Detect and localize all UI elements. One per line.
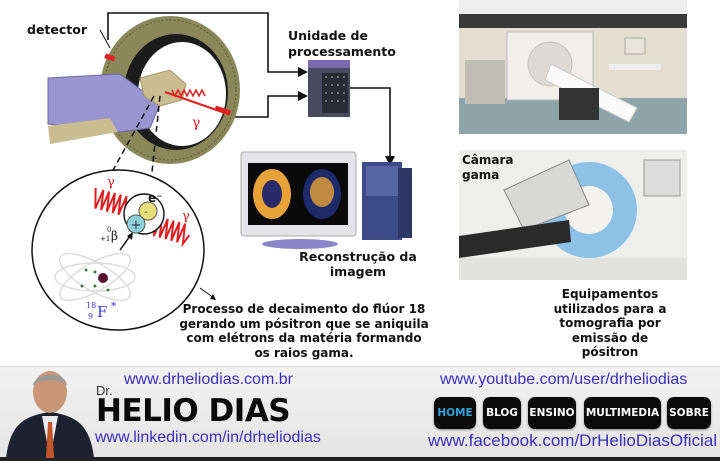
- equipment-caption-line: utilizados para a: [553, 301, 667, 316]
- pet-diagram: γ - + γ γ e⁻ 0 +1 β: [31, 12, 412, 331]
- svg-text:*: *: [111, 300, 117, 313]
- gamma-symbol: γ: [182, 209, 190, 224]
- linkedin-link[interactable]: www.linkedin.com/in/drheliodias: [95, 429, 321, 446]
- youtube-link[interactable]: www.youtube.com/user/drheliodias: [440, 371, 688, 388]
- reconstruction-label: Reconstrução da imagem: [278, 249, 438, 279]
- svg-text:+1: +1: [100, 235, 110, 243]
- decay-caption-line: os raios gama.: [254, 345, 354, 360]
- equipment-caption-line: Equipamentos: [561, 287, 659, 301]
- gamma-camera-label-line: gama: [462, 168, 500, 182]
- nav-home-button[interactable]: HOME: [434, 397, 476, 429]
- reconstruction-label-line: Reconstrução da: [299, 249, 417, 264]
- gamma-camera-label: Câmara gama: [462, 153, 514, 183]
- nav-blog-button[interactable]: BLOG: [483, 397, 521, 429]
- positron-notation: 0 +1 β: [100, 226, 118, 243]
- gamma-ray-ring: [104, 53, 232, 116]
- processing-label-line: processamento: [288, 44, 396, 59]
- svg-text:9: 9: [88, 312, 93, 321]
- arrow-head: [298, 67, 308, 77]
- decay-caption-line: Processo de decaimento do flúor 18: [182, 302, 426, 316]
- gamma-symbol: γ: [192, 115, 200, 131]
- connector-lines: [107, 12, 391, 158]
- gamma-camera-photo: [459, 150, 687, 280]
- svg-text:β: β: [111, 229, 118, 243]
- monitor-icon: [240, 151, 357, 249]
- brand-name: HELIO DIAS: [96, 393, 291, 429]
- avatar: [6, 371, 94, 458]
- fluorine-notation: 18 9 F *: [86, 300, 117, 321]
- decay-caption-line: gerando um pósitron que se aniquila: [179, 316, 429, 331]
- decay-inset-circle: [31, 169, 205, 331]
- nav-sobre-button[interactable]: SOBRE: [667, 397, 711, 429]
- facebook-link[interactable]: www.facebook.com/DrHelioDiasOficial: [428, 431, 718, 450]
- processing-unit-label: Unidade de processamento: [288, 28, 396, 60]
- nav-multimedia-button[interactable]: MULTIMEDIA: [584, 397, 661, 429]
- equipment-caption-line: tomografia por: [559, 316, 661, 330]
- pet-scanner-room-photo: [459, 0, 687, 134]
- dr-prefix: Dr.: [96, 383, 113, 398]
- processing-label-line: Unidade de: [288, 28, 368, 43]
- decay-caption-line: com elétrons da matéria formando: [186, 331, 422, 345]
- reconstruction-label-line: imagem: [329, 264, 387, 279]
- nucleus-icon: [98, 273, 108, 283]
- processing-unit-icon: [308, 60, 350, 117]
- plus-sign: +: [131, 218, 142, 233]
- equipment-caption-line: emissão de: [571, 330, 649, 345]
- gamma-symbol: γ: [107, 175, 115, 190]
- svg-text:F: F: [97, 303, 107, 321]
- equipment-caption-line: pósitron: [581, 345, 639, 359]
- website-link[interactable]: www.drheliodias.com.br: [124, 371, 293, 388]
- gamma-camera-label-line: Câmara: [462, 153, 514, 167]
- equipment-caption: Equipamentos utilizados para a tomografi…: [530, 287, 690, 360]
- banner-bottom-bar: [0, 457, 720, 461]
- patient-icon: [47, 69, 187, 144]
- svg-text:18: 18: [86, 301, 96, 310]
- arrow-head: [385, 156, 395, 166]
- decay-caption: Processo de decaimento do flúor 18 geran…: [154, 302, 454, 360]
- arrow-head: [298, 91, 308, 101]
- nav-ensino-button[interactable]: ENSINO: [528, 397, 576, 429]
- computer-tower-icon: [362, 162, 412, 240]
- svg-text:0: 0: [107, 226, 111, 234]
- detector-label: detector: [27, 22, 88, 37]
- electron-symbol: e⁻: [148, 191, 162, 205]
- minus-sign: -: [144, 207, 148, 218]
